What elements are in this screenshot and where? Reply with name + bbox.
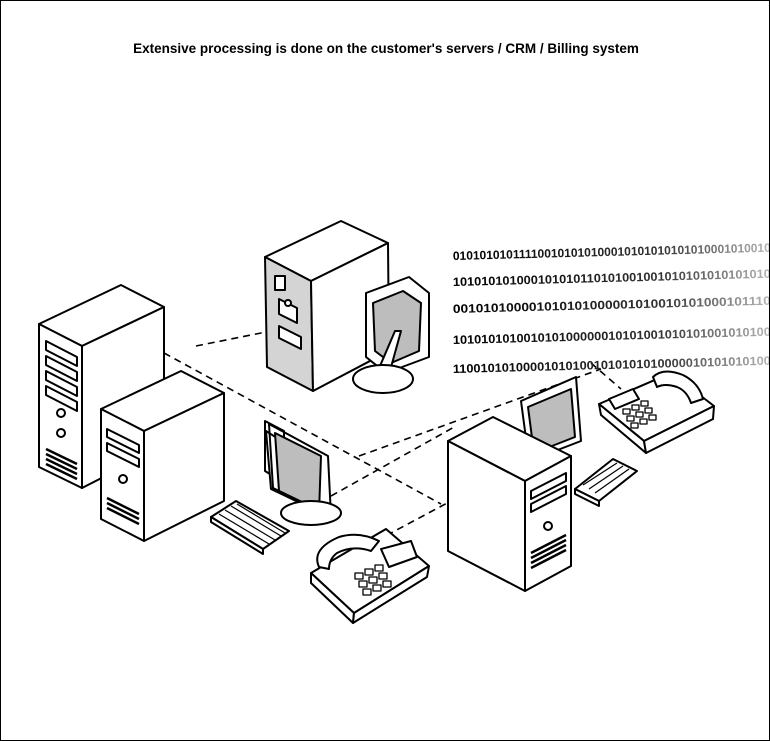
telephone-right [598,370,715,454]
binary-row-5: 1100101010000101010010101010100000101010… [453,354,769,376]
keyboard-left [210,500,290,555]
keyboard-right [574,458,638,507]
server-right [447,416,572,592]
binary-row-4: 1010101010010101000000101010010101010010… [453,325,769,347]
binary-row-2: 1010101010001010101101010010010101010101… [453,267,769,289]
link-monitor-to-hub [330,425,457,497]
monitor-middle [264,420,342,526]
binary-data-stream: 0101010101111001010101000101010101010100… [453,241,769,376]
link-hub-to-stream [358,368,602,457]
server-front-left [100,370,225,542]
monitor-center [352,276,430,394]
link-phone-right [590,362,622,390]
binary-row-3: 0010101000010101010000010100101010001011… [453,294,769,316]
diagram-title: Extensive processing is done on the cust… [133,41,639,56]
link-server-left-to-server-right [163,352,442,505]
telephone-middle [310,528,430,624]
binary-row-1: 0101010101111001010101000101010101010100… [453,241,769,263]
